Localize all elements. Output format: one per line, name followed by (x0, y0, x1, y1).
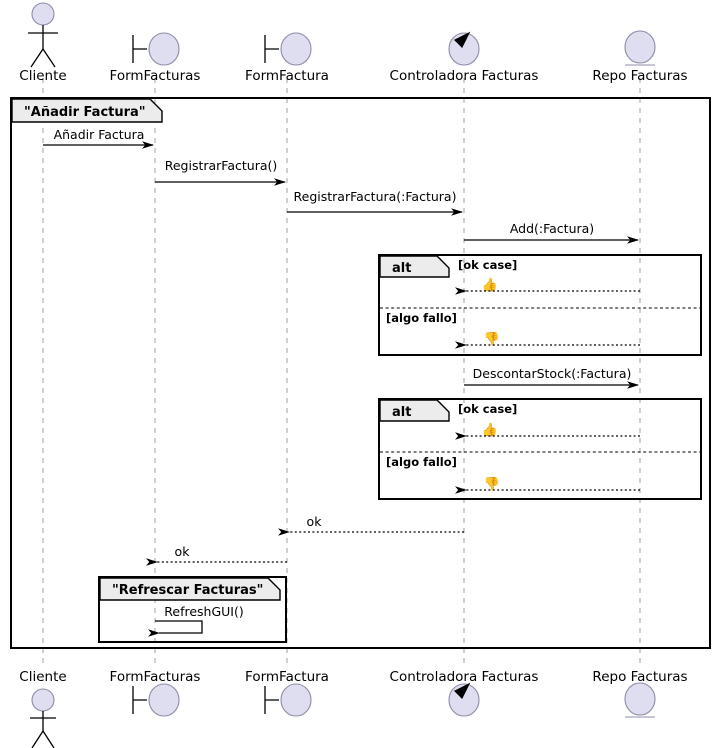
message-label-add-factura: Add(:Factura) (510, 221, 594, 236)
footer-participant-cliente[interactable]: Cliente (19, 669, 67, 748)
fragment-alt-1: alt [ok case] [algo fallo] 👍 👎 (378, 254, 702, 356)
message-label-ok-1: ok (307, 514, 323, 529)
fragment-alt-2: alt [ok case] [algo fallo] 👍 👎 (378, 398, 702, 500)
fragment-alt-2-guard-2: [algo fallo] (386, 455, 457, 469)
fragment-anadir-factura-title: "Añadir Factura" (24, 105, 146, 120)
message-registrarfactura[interactable]: RegistrarFactura() (155, 158, 286, 186)
entity-icon (624, 30, 656, 64)
message-return-ok-2[interactable]: 👍 (455, 422, 640, 440)
message-label-ok-2: ok (175, 544, 191, 559)
boundary-bar-icon (132, 35, 147, 63)
message-label-registrarfactura-factura: RegistrarFactura(:Factura) (294, 189, 457, 204)
message-refreshgui[interactable]: RefreshGUI() (148, 604, 244, 637)
message-registrarfactura-factura[interactable]: RegistrarFactura(:Factura) (287, 189, 463, 216)
fragment-refrescar-facturas: "Refrescar Facturas" RefreshGUI() (98, 576, 287, 643)
footer-participant-formfacturas[interactable]: FormFacturas (110, 669, 201, 717)
footer-label-controladora-facturas: Controladora Facturas (390, 669, 539, 685)
message-descontarstock[interactable]: DescontarStock(:Factura) (464, 366, 639, 389)
fragment-anadir-factura-tab (11, 98, 163, 123)
participant-label-cliente: Cliente (19, 68, 66, 84)
participant-label-controladora-facturas: Controladora Facturas (390, 68, 539, 84)
fragment-anadir-factura: "Añadir Factura" (10, 97, 711, 649)
footer-participant-formfactura[interactable]: FormFactura (245, 669, 329, 717)
message-label-anadir-factura: Añadir Factura (54, 127, 145, 142)
fragment-refrescar-facturas-tab (99, 577, 281, 601)
boundary-bar-icon (264, 35, 279, 63)
actor-stick-figure-icon (31, 2, 55, 26)
fragment-alt-1-operator: alt (392, 261, 411, 276)
message-return-fail-2[interactable]: 👎 (455, 476, 640, 494)
message-arrow-refreshgui (148, 620, 203, 637)
participant-label-formfactura: FormFactura (245, 68, 329, 84)
participant-head-formfactura[interactable]: FormFactura (245, 32, 329, 84)
fragment-alt-1-guard-1: [ok case] (458, 258, 517, 272)
participant-head-repo-facturas[interactable]: Repo Facturas (592, 30, 688, 84)
footer-label-cliente: Cliente (19, 669, 66, 685)
fragment-alt-2-border (378, 398, 702, 500)
message-anadir-factura[interactable]: Añadir Factura (43, 127, 154, 149)
message-label-thumbs-down-2: 👎 (484, 476, 500, 492)
message-label-registrarfactura: RegistrarFactura() (165, 158, 278, 173)
footer-label-formfactura: FormFactura (245, 669, 329, 685)
footer-label-repo-facturas: Repo Facturas (592, 669, 687, 685)
boundary-icon (148, 32, 180, 66)
boundary-icon (280, 683, 312, 717)
message-label-refreshgui: RefreshGUI() (164, 604, 243, 619)
messages-group-returns: ok ok (146, 514, 464, 566)
message-label-thumbs-down-1: 👎 (484, 331, 500, 347)
fragment-alt-1-tab (379, 255, 450, 278)
actor-body-icon (30, 711, 56, 748)
participant-heads-bottom: Cliente FormFacturas FormFactura Control… (19, 669, 688, 748)
actor-stick-figure-icon (31, 688, 55, 712)
fragment-alt-1-guard-2: [algo fallo] (386, 311, 457, 325)
message-return-ok-controladora-formfactura[interactable]: ok (278, 514, 464, 536)
participant-label-formfacturas: FormFacturas (110, 68, 201, 84)
footer-label-formfacturas: FormFacturas (110, 669, 201, 685)
boundary-icon (148, 683, 180, 717)
fragment-refrescar-facturas-border (98, 576, 287, 643)
participant-head-controladora-facturas[interactable]: Controladora Facturas (390, 31, 539, 84)
fragment-anadir-factura-border (10, 97, 711, 649)
message-return-ok-1[interactable]: 👍 (455, 277, 640, 295)
message-label-thumbs-up-1: 👍 (482, 277, 498, 293)
fragment-alt-2-guard-1: [ok case] (458, 402, 517, 416)
actor-body-icon (28, 25, 58, 68)
messages-group: Añadir Factura RegistrarFactura() Regist… (43, 127, 639, 244)
boundary-bar-icon (264, 686, 279, 714)
message-add-factura[interactable]: Add(:Factura) (464, 221, 639, 244)
fragment-alt-1-border (378, 254, 702, 356)
lifelines-group (42, 78, 641, 668)
boundary-bar-icon (132, 686, 147, 714)
participant-head-formfacturas[interactable]: FormFacturas (110, 32, 201, 84)
control-arrow-icon (453, 682, 471, 700)
footer-participant-controladora-facturas[interactable]: Controladora Facturas (390, 669, 539, 717)
boundary-icon (280, 32, 312, 66)
message-return-fail-1[interactable]: 👎 (455, 331, 640, 349)
footer-participant-repo-facturas[interactable]: Repo Facturas (592, 669, 688, 718)
fragment-alt-2-tab (379, 399, 450, 422)
fragment-alt-2-operator: alt (392, 405, 411, 420)
entity-icon (624, 682, 656, 716)
message-return-ok-formfactura-formfacturas[interactable]: ok (146, 544, 287, 566)
participant-head-cliente[interactable]: Cliente (19, 2, 67, 84)
message-label-descontarstock: DescontarStock(:Factura) (473, 366, 632, 381)
control-arrow-icon (453, 31, 471, 49)
participant-label-repo-facturas: Repo Facturas (592, 68, 687, 84)
message-label-thumbs-up-2: 👍 (482, 422, 498, 438)
participant-heads-top: Cliente FormFacturas FormFactura Control… (19, 2, 688, 84)
fragment-refrescar-facturas-title: "Refrescar Facturas" (112, 583, 263, 598)
